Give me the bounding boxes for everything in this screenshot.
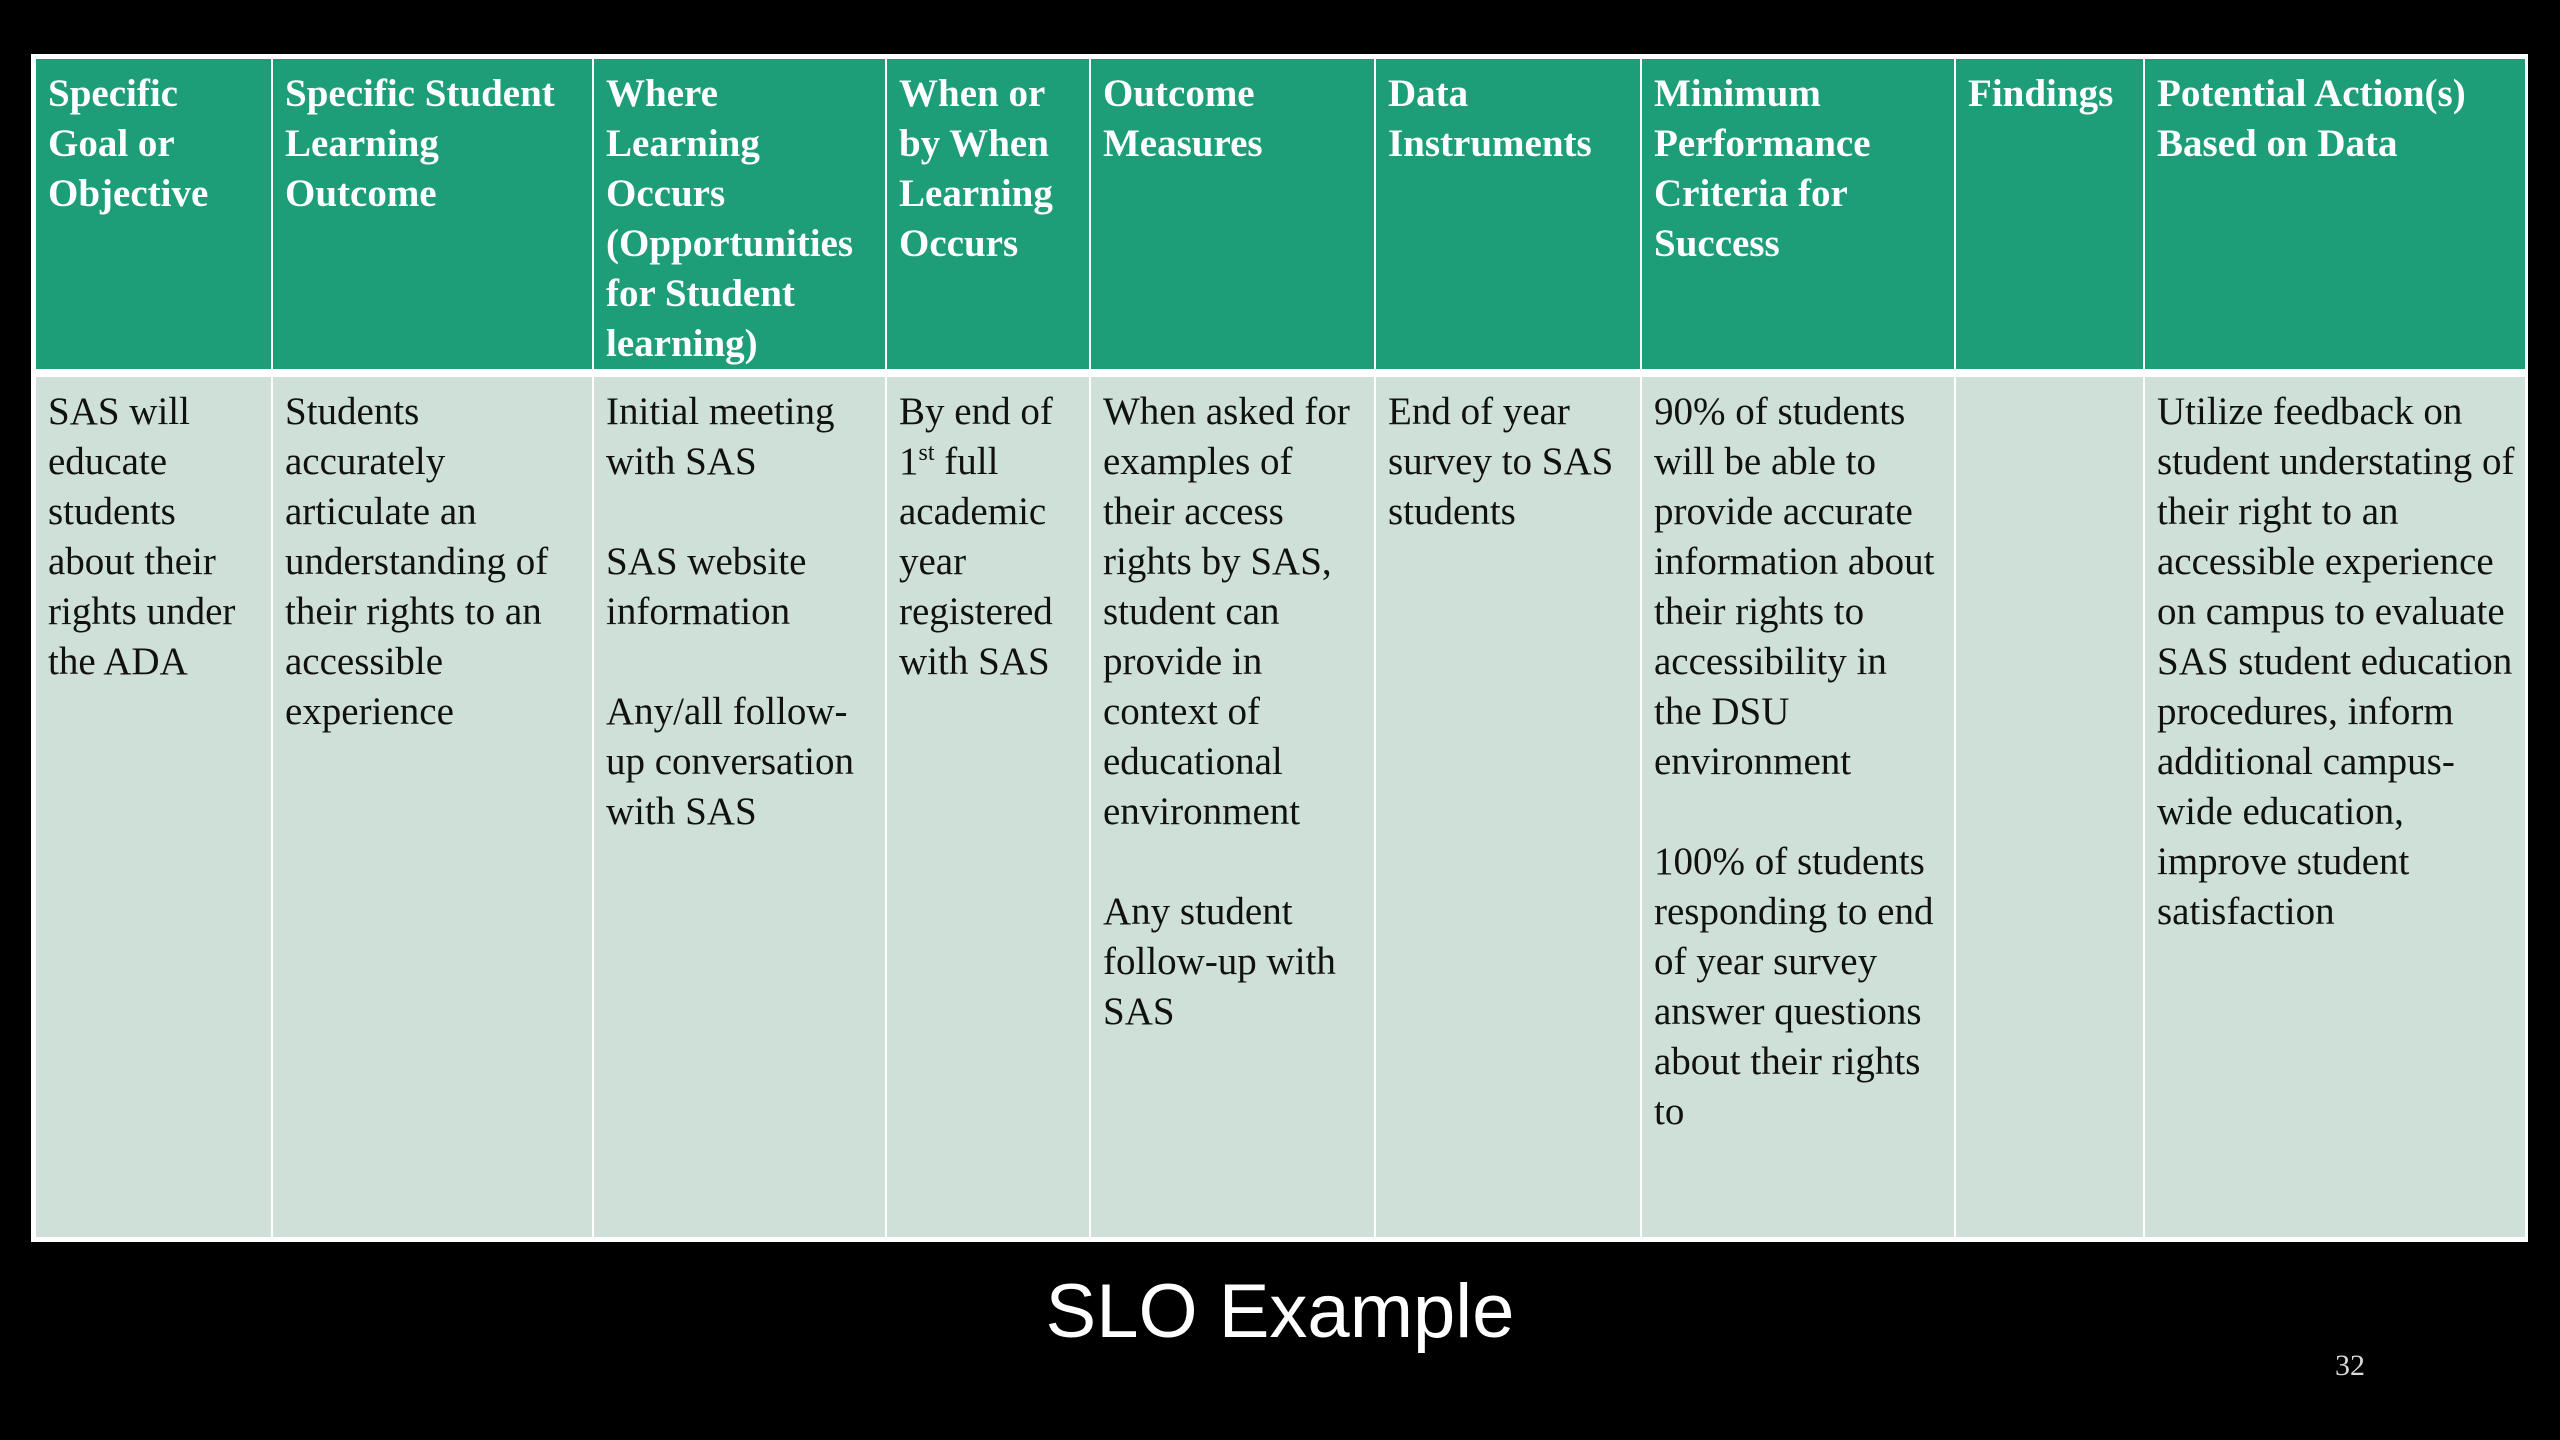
criteria-item: 100% of students responding to end of ye…: [1654, 840, 1934, 1133]
where-item: SAS website information: [606, 540, 807, 633]
when-ordinal: st: [918, 440, 935, 466]
page-number: 32: [2335, 1349, 2365, 1382]
when-text: By end of 1st full academic year registe…: [899, 387, 1079, 687]
header-goal: Specific Goal or Objective: [34, 57, 273, 377]
header-slo: Specific Student Learning Outcome: [271, 57, 594, 377]
when-prefix: By end of 1: [899, 390, 1053, 483]
cell-actions: Utilize feedback on student understating…: [2143, 372, 2527, 1239]
cell-goal: SAS will educate students about their ri…: [34, 372, 273, 1239]
slide-title: SLO Example: [1045, 1269, 1515, 1354]
slo-table-container: Specific Goal or Objective Specific Stud…: [31, 54, 2528, 1242]
header-actions: Potential Action(s) Based on Data: [2143, 57, 2527, 377]
table-row: SAS will educate students about their ri…: [34, 372, 2527, 1239]
table-header-row: Specific Goal or Objective Specific Stud…: [34, 57, 2527, 377]
header-when: When or by When Learning Occurs: [885, 57, 1091, 377]
header-instruments: Data Instruments: [1374, 57, 1642, 377]
cell-instruments: End of year survey to SAS students: [1374, 372, 1642, 1239]
where-item: Initial meeting with SAS: [606, 390, 835, 483]
instruments-text: End of year survey to SAS students: [1388, 390, 1614, 533]
actions-text: Utilize feedback on student understating…: [2157, 390, 2515, 933]
header-measures: Outcome Measures: [1089, 57, 1376, 377]
slo-table: Specific Goal or Objective Specific Stud…: [34, 57, 2527, 1239]
when-suffix: full academic year registered with SAS: [899, 440, 1053, 683]
header-findings: Findings: [1954, 57, 2145, 377]
slo-text: Students accurately articulate an unders…: [285, 390, 549, 733]
measure-item: Any student follow-up with SAS: [1103, 890, 1336, 1033]
cell-findings: [1954, 372, 2145, 1239]
cell-criteria: 90% of students will be able to provide …: [1640, 372, 1956, 1239]
header-criteria: Minimum Performance Criteria for Success: [1640, 57, 1956, 377]
cell-when: By end of 1st full academic year registe…: [885, 372, 1091, 1239]
measure-item: When asked for examples of their access …: [1103, 390, 1350, 833]
goal-text: SAS will educate students about their ri…: [48, 390, 236, 683]
cell-where: Initial meeting with SAS SAS website inf…: [592, 372, 887, 1239]
where-item: Any/all follow-up conversation with SAS: [606, 690, 855, 833]
header-where: Where Learning Occurs (Opportunities for…: [592, 57, 887, 377]
criteria-item: 90% of students will be able to provide …: [1654, 390, 1935, 783]
cell-slo: Students accurately articulate an unders…: [271, 372, 594, 1239]
cell-measures: When asked for examples of their access …: [1089, 372, 1376, 1239]
